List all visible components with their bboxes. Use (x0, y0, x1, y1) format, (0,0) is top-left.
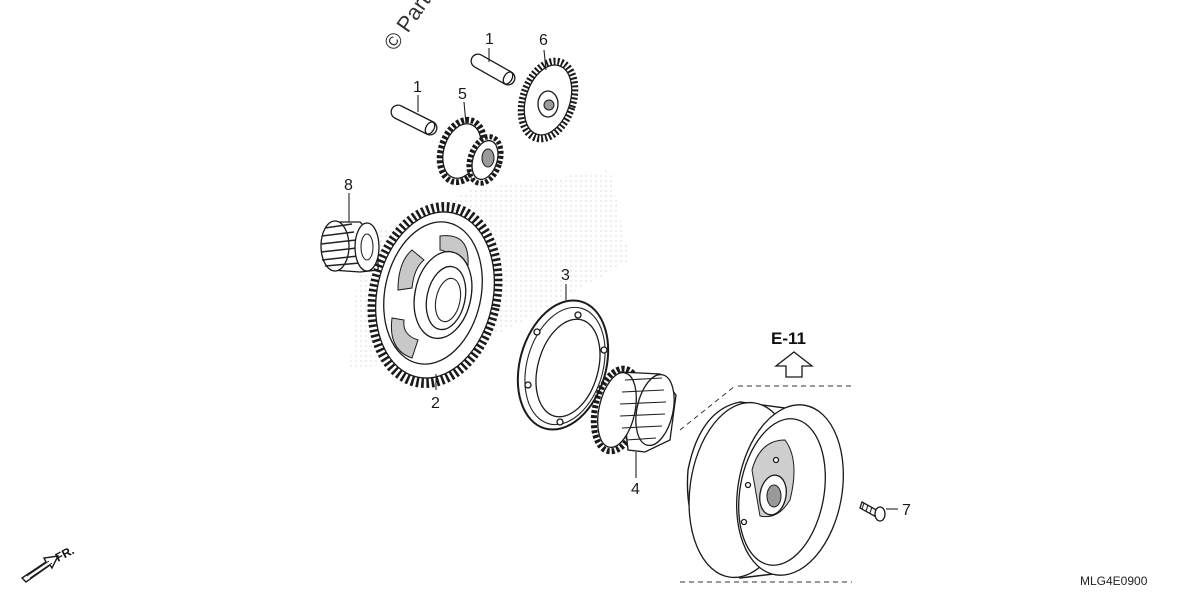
callout-2: 2 (431, 395, 440, 412)
callout-3: 3 (561, 267, 570, 284)
front-label: FR. (53, 543, 77, 564)
pin-upper (470, 53, 516, 86)
front-arrow-icon (20, 555, 60, 583)
callout-1-lower: 1 (413, 79, 422, 96)
one-way-clutch-4 (590, 365, 677, 455)
flywheel-housing (686, 401, 844, 579)
bolt-7 (859, 501, 886, 522)
callout-8: 8 (344, 177, 353, 194)
needle-bearing-8 (320, 220, 380, 273)
reduction-gear-6 (517, 57, 579, 143)
reference-label: E-11 (771, 329, 806, 348)
idle-gear-5 (436, 116, 504, 186)
watermark-text: © Partz (379, 0, 442, 55)
pin-lower (390, 104, 438, 136)
callout-1-upper: 1 (485, 31, 494, 48)
driven-gear-2 (367, 202, 503, 388)
callout-5: 5 (458, 86, 467, 103)
drawing-code: MLG4E0900 (1080, 574, 1148, 588)
clutch-outer-3 (516, 299, 610, 431)
reference-arrow-icon (774, 351, 814, 378)
callout-4: 4 (631, 481, 640, 498)
callout-6: 6 (539, 32, 548, 49)
assembly-boundary (679, 385, 852, 583)
callout-7: 7 (902, 502, 911, 519)
